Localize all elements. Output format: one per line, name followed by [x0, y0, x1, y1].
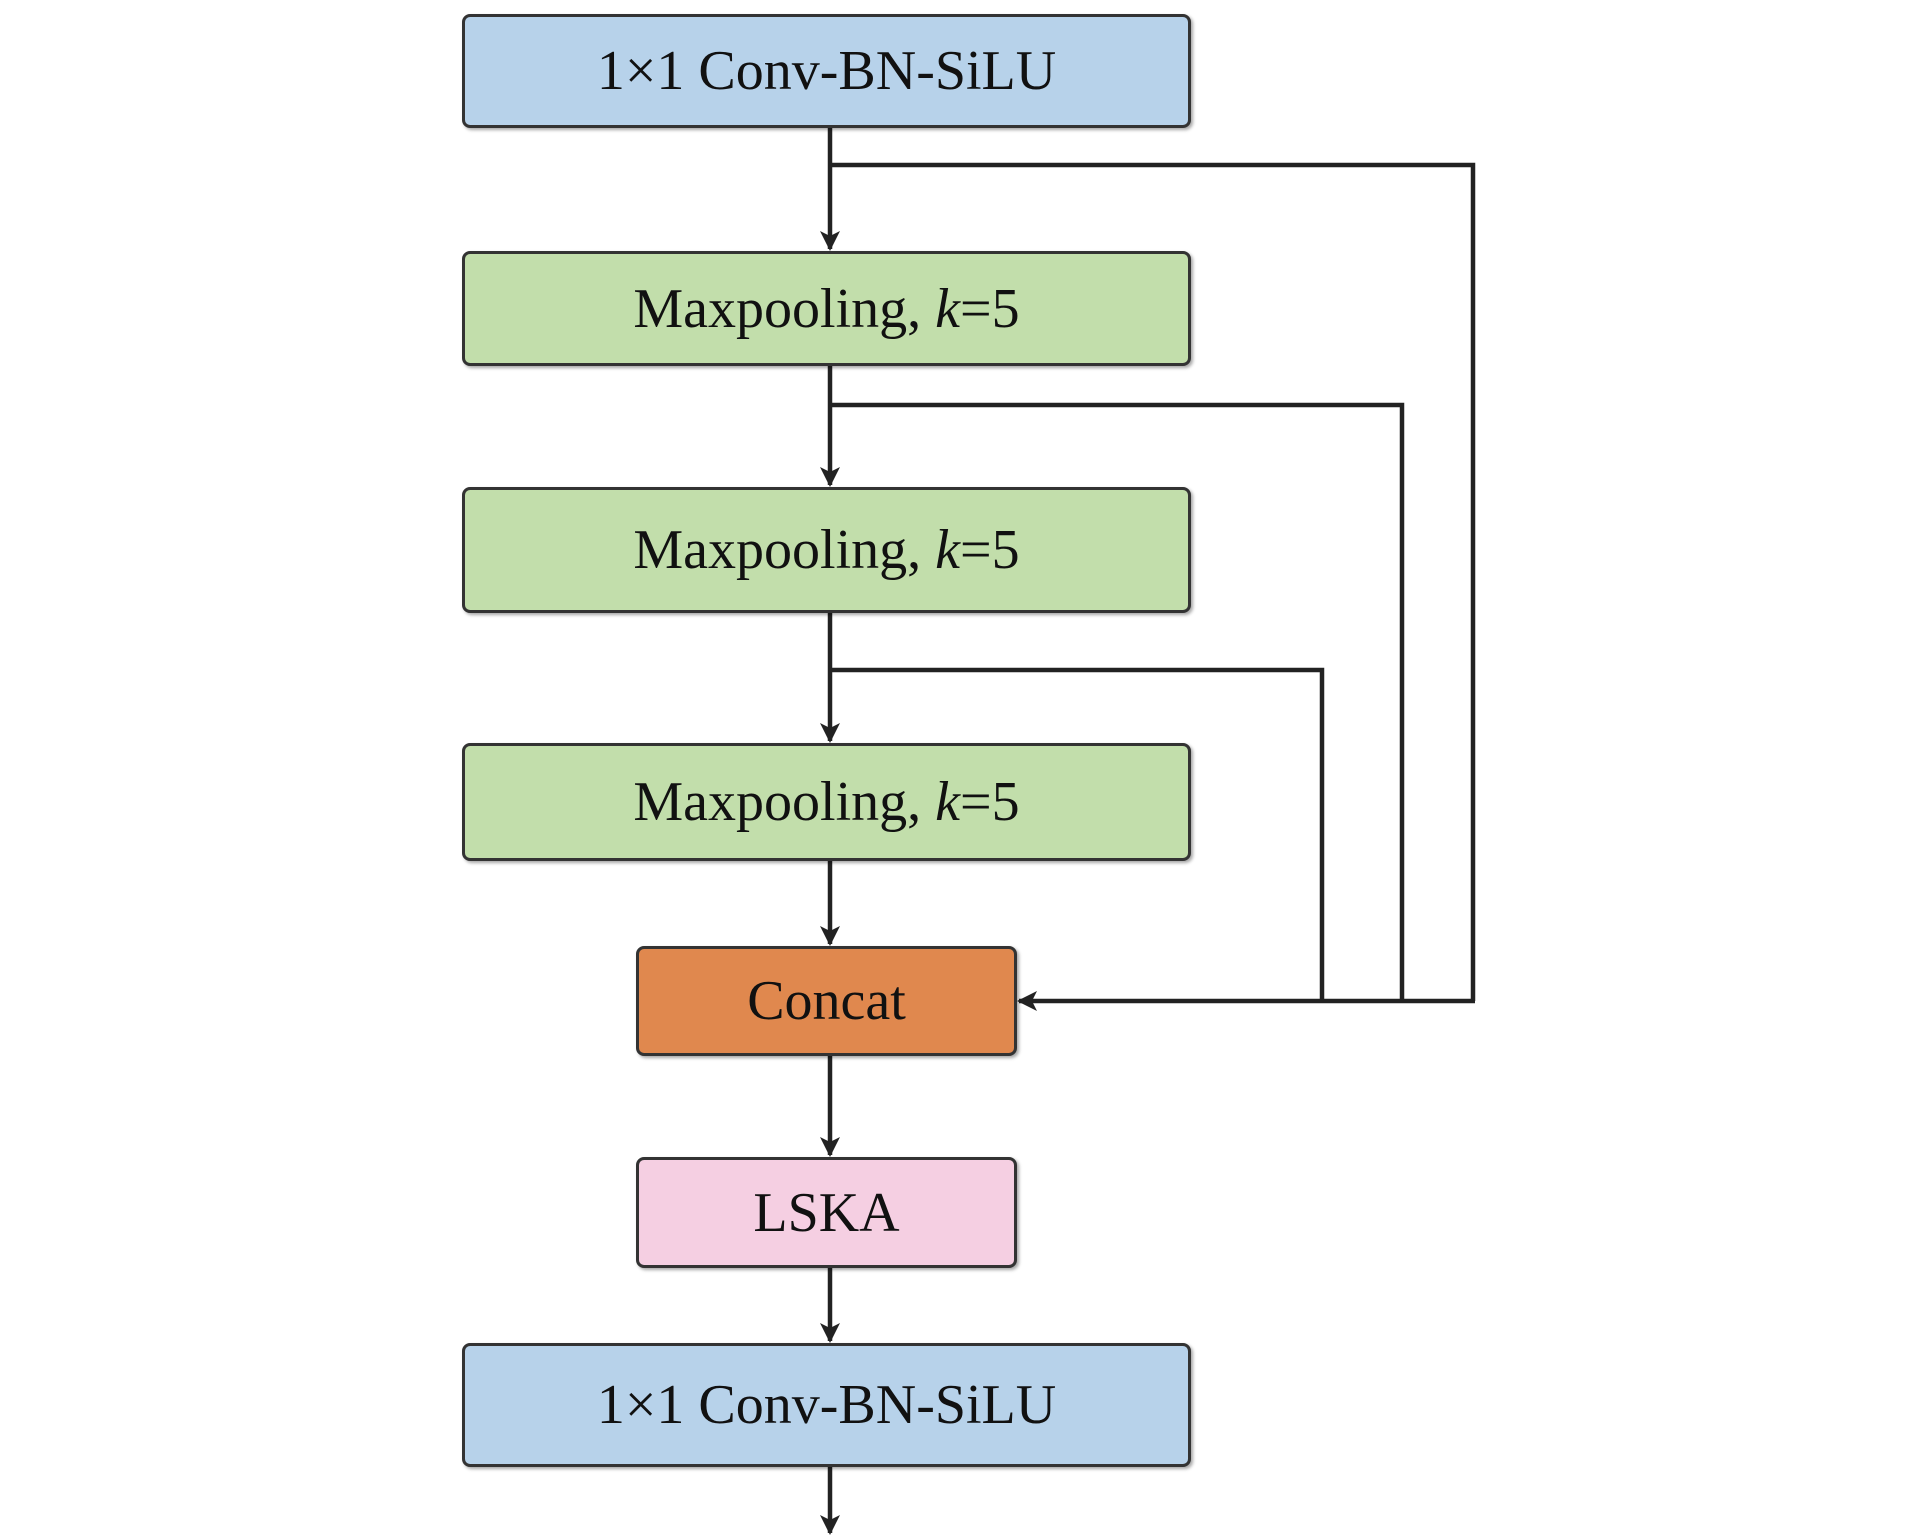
maxpooling-block-3: Maxpooling, k=5	[462, 743, 1191, 861]
lska-block: LSKA	[636, 1157, 1017, 1268]
conv-bn-silu-bottom-block: 1×1 Conv-BN-SiLU	[462, 1343, 1191, 1467]
conv-top-label: 1×1 Conv-BN-SiLU	[596, 40, 1057, 102]
concat-label: Concat	[747, 970, 906, 1032]
maxpooling-block-2: Maxpooling, k=5	[462, 487, 1191, 613]
maxpooling-block-1: Maxpooling, k=5	[462, 251, 1191, 366]
pool-3-label: Maxpooling, k=5	[633, 771, 1020, 833]
conv-bn-silu-top-block: 1×1 Conv-BN-SiLU	[462, 14, 1191, 128]
pool-1-label: Maxpooling, k=5	[633, 277, 1020, 340]
skip-line-conv-to-concat	[830, 162, 1476, 1001]
conv-bottom-label: 1×1 Conv-BN-SiLU	[596, 1374, 1057, 1436]
concat-block: Concat	[636, 946, 1017, 1056]
skip-line-pool2-to-concat	[830, 667, 1325, 1001]
pool-2-label: Maxpooling, k=5	[633, 519, 1020, 581]
lska-label: LSKA	[753, 1181, 900, 1244]
skip-line-pool1-to-concat	[830, 402, 1405, 1001]
